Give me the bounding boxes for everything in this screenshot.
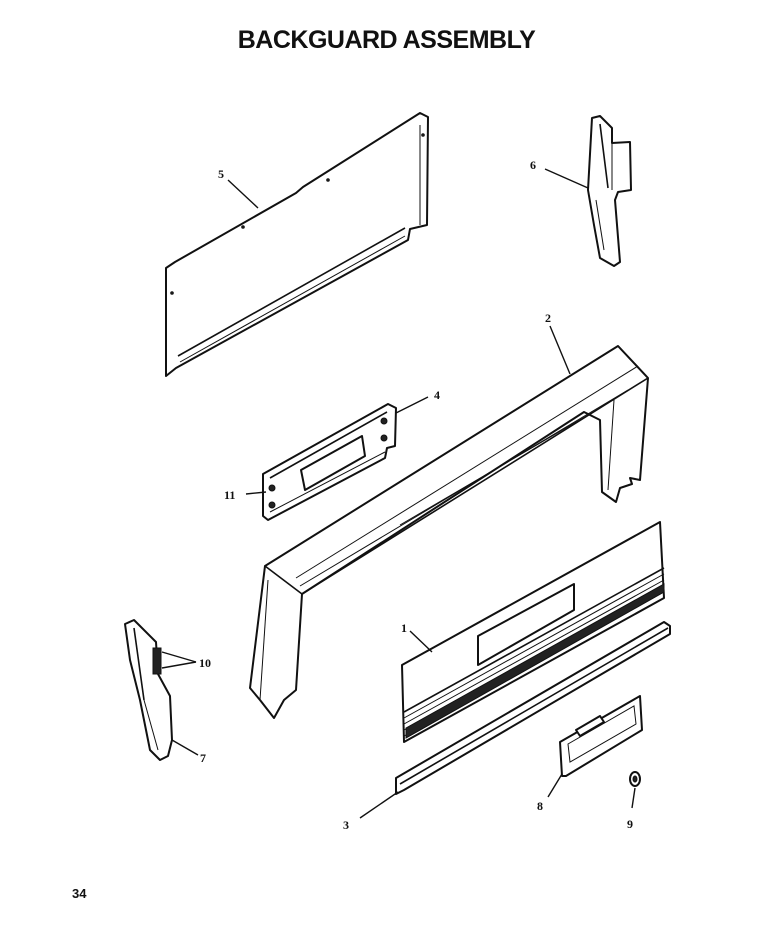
part-8-window-lens bbox=[559, 695, 643, 777]
callout-7: 7 bbox=[200, 751, 206, 765]
callout-3: 3 bbox=[343, 818, 349, 832]
callout-4: 4 bbox=[434, 388, 440, 402]
callout-2: 2 bbox=[545, 311, 551, 325]
callout-1: 1 bbox=[401, 621, 407, 635]
callout-8: 8 bbox=[537, 799, 543, 813]
callout-5: 5 bbox=[218, 167, 224, 181]
part-1-control-panel bbox=[401, 521, 665, 743]
leader-lines bbox=[161, 168, 636, 819]
callout-9: 9 bbox=[627, 817, 633, 831]
diagram-title: BACKGUARD ASSEMBLY bbox=[237, 26, 536, 54]
callout-10: 10 bbox=[199, 656, 211, 670]
part-4-control-bracket bbox=[262, 403, 397, 521]
part-2-backguard-hood bbox=[249, 345, 649, 719]
part-9-fastener bbox=[629, 771, 641, 787]
page-number: 34 bbox=[72, 886, 87, 901]
part-6-right-end-bracket bbox=[587, 115, 632, 267]
callout-6: 6 bbox=[530, 158, 536, 172]
callout-11: 11 bbox=[224, 488, 235, 502]
part-7-left-end-bracket bbox=[124, 619, 173, 761]
part-5-rear-panel bbox=[165, 112, 429, 377]
